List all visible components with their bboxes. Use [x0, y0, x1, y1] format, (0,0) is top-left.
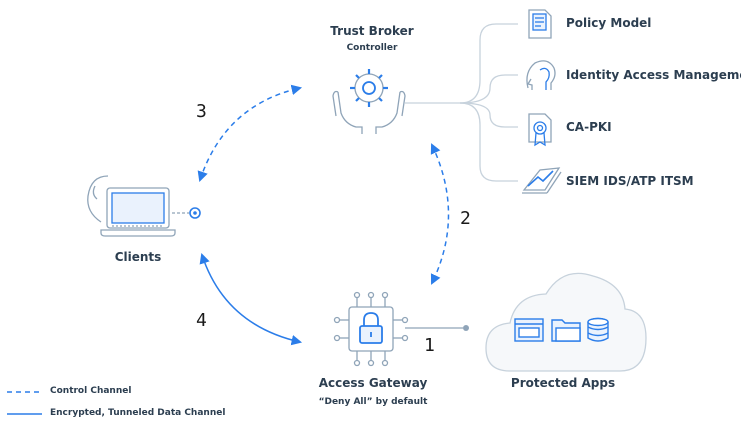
integration-label-policy-model: Policy Model [566, 16, 652, 30]
certificate-icon [528, 113, 552, 147]
document-icon [528, 9, 552, 39]
flow-number-4: 4 [196, 310, 207, 331]
monitor-chart-icon [522, 167, 562, 194]
integration-label-siem: SIEM IDS/ATP ITSM [566, 174, 694, 188]
gear-hands-icon [332, 69, 406, 134]
laptop-person-icon [87, 175, 201, 237]
integration-connectors [405, 23, 518, 182]
flow-4-data-arrow [199, 253, 303, 346]
access-gateway-title: Access Gateway [318, 376, 428, 390]
legend-data-channel: Encrypted, Tunneled Data Channel [50, 408, 226, 418]
trust-broker-subtitle: Controller [346, 43, 398, 53]
database-icon [587, 317, 609, 342]
cloud-icon [485, 272, 647, 372]
access-gateway-subtitle: “Deny All” by default [318, 397, 428, 407]
integration-label-ca-pki: CA-PKI [566, 120, 612, 134]
flow-number-3: 3 [196, 101, 207, 122]
clients-title: Clients [114, 250, 162, 264]
flow-2-control-arrow [430, 143, 450, 285]
legend-control-channel: Control Channel [50, 386, 132, 396]
flow-number-1: 1 [424, 335, 435, 356]
gateway-lock-icon [333, 291, 409, 367]
flow-1-data-link [405, 325, 469, 331]
flow-number-2: 2 [460, 208, 471, 229]
integration-label-iam: Identity Access Management [566, 68, 741, 82]
protected-apps-title: Protected Apps [510, 376, 616, 390]
folder-icon [551, 319, 581, 342]
trust-broker-title: Trust Broker [330, 24, 414, 38]
head-profile-icon [526, 60, 556, 90]
flow-3-control-arrow [197, 84, 303, 182]
app-window-icon [514, 318, 544, 342]
